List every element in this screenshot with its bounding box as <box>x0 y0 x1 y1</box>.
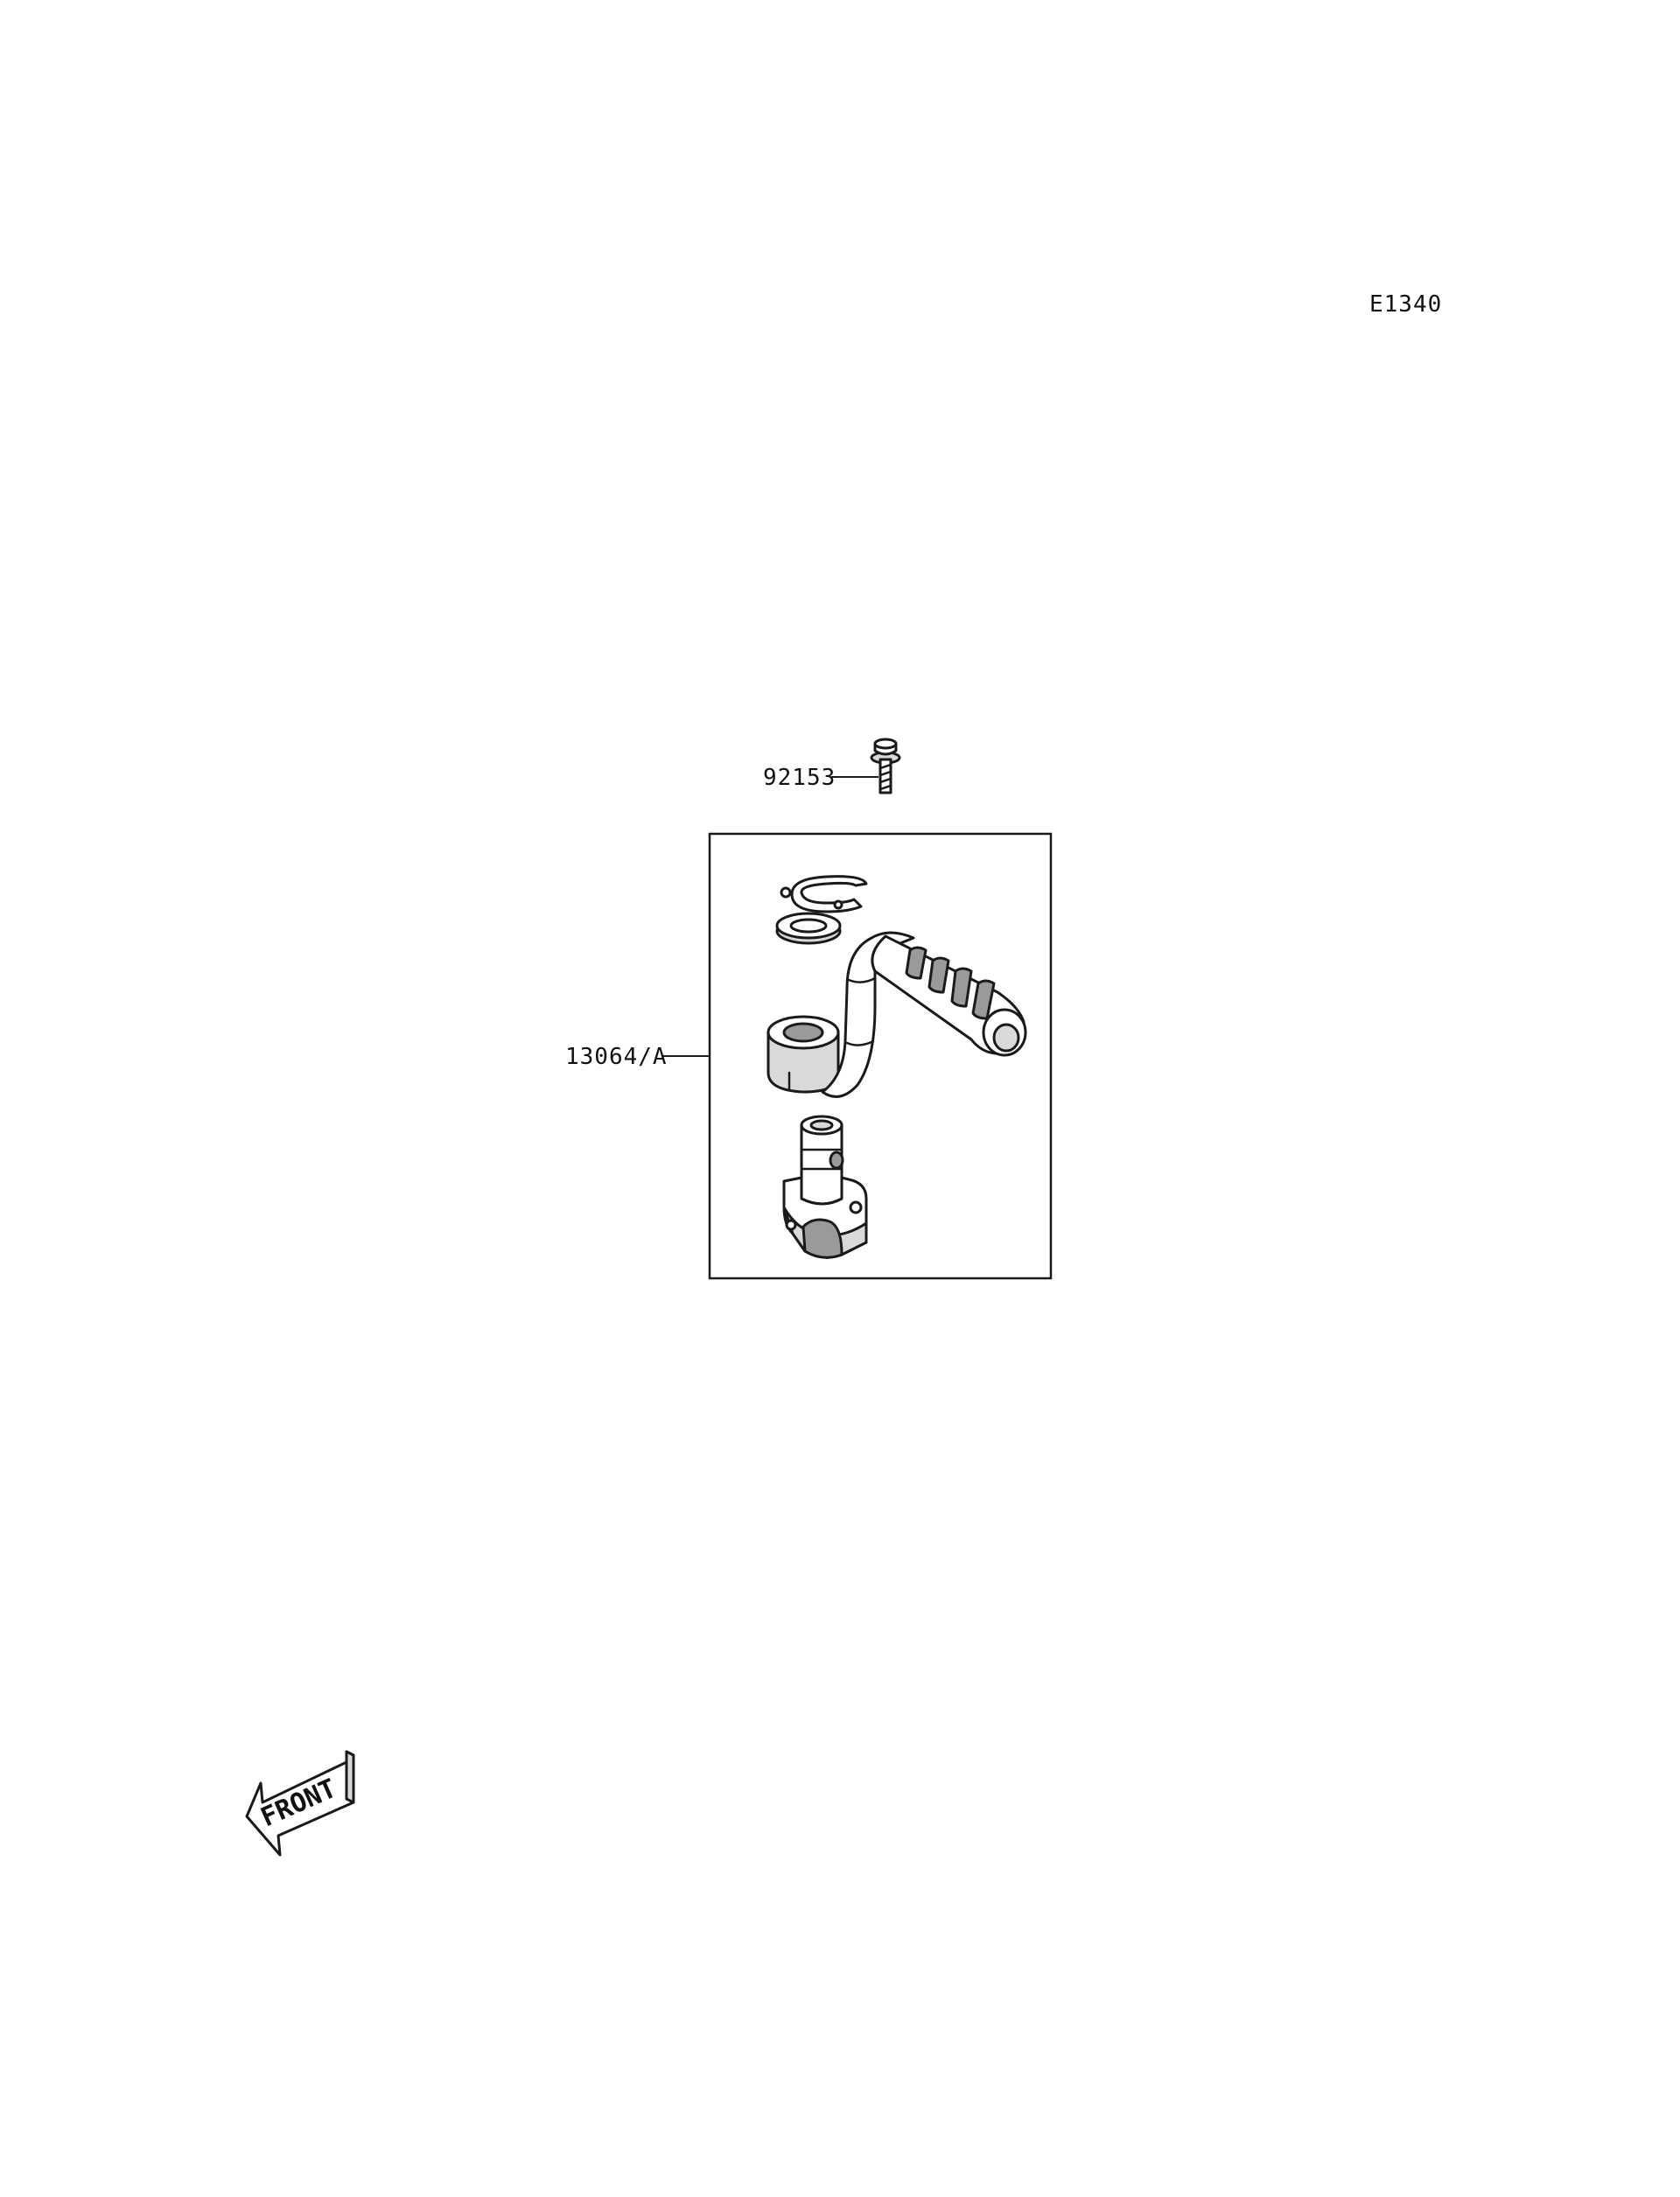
bolt-part-number[interactable]: 92153 <box>763 765 836 791</box>
washer-part <box>775 912 842 945</box>
kick-pedal-arm <box>766 931 1027 1098</box>
kick-shaft-boss <box>782 1115 868 1259</box>
circlip-part <box>780 875 868 913</box>
front-direction-arrow: FRONT <box>245 1750 355 1857</box>
assembly-part-number[interactable]: 13064/A <box>565 1044 668 1070</box>
assembly-frame <box>708 832 1053 1280</box>
bolt-part[interactable] <box>870 738 901 794</box>
diagram-code: E1340 <box>1369 291 1442 318</box>
